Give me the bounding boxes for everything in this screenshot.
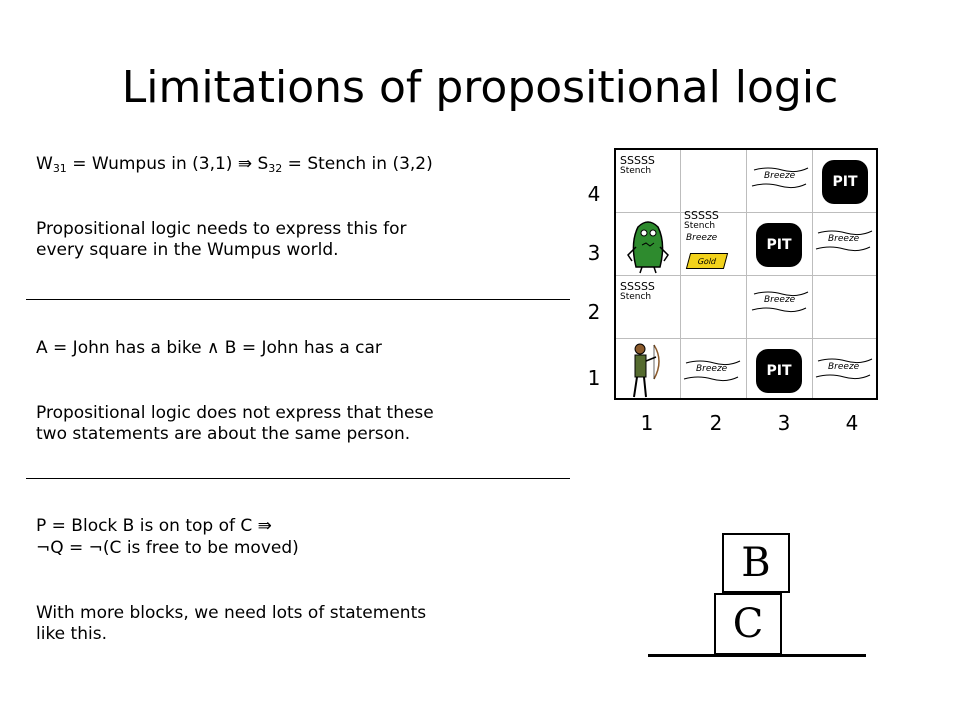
- block-c: C: [714, 593, 782, 655]
- cell-2-3: SSSSS Stench Breeze Gold: [680, 209, 746, 276]
- pit: PIT: [822, 160, 868, 204]
- slide-title: Limitations of propositional logic: [121, 62, 839, 113]
- cell-1-3: [616, 213, 682, 276]
- block-formula-line1: P = Block B is on top of C ⇛: [36, 516, 272, 536]
- gold-bar-icon: Gold: [685, 253, 729, 269]
- wumpus-formula: W31 = Wumpus in (3,1) ⇛ S32 = Stench in …: [36, 154, 433, 175]
- block-b: B: [722, 533, 790, 593]
- grid-line: [680, 150, 681, 398]
- grid-line: [746, 150, 747, 398]
- stench-percept: SSSSS Stench: [620, 154, 655, 176]
- breeze-percept: Breeze: [814, 355, 874, 381]
- grid-line: [812, 150, 813, 398]
- stench-percept: SSSSS Stench: [620, 280, 655, 302]
- cell-3-3: PIT: [746, 213, 812, 276]
- breeze-percept: Breeze: [750, 288, 810, 314]
- breeze-percept: Breeze: [750, 164, 810, 190]
- divider-2: [26, 478, 570, 479]
- cell-4-1: Breeze: [812, 339, 878, 402]
- row-label-3: 3: [587, 241, 601, 265]
- stench-percept: SSSSS Stench: [684, 209, 719, 231]
- breeze-percept: Breeze: [814, 227, 874, 253]
- wumpus-world-grid: SSSSS Stench Breeze PIT SSSSS Ste: [614, 148, 878, 400]
- cell-4-3: Breeze: [812, 213, 878, 276]
- row-label-2: 2: [587, 300, 601, 324]
- breeze-percept: Breeze: [686, 233, 718, 243]
- cell-1-1: [616, 339, 682, 402]
- wumpus-monster-icon: [627, 221, 669, 274]
- breeze-waves-icon: [751, 167, 809, 189]
- col-label-2: 2: [709, 411, 723, 435]
- bike-car-explanation-line1: Propositional logic does not express tha…: [36, 403, 434, 423]
- cell-2-1: Breeze: [680, 339, 746, 402]
- breeze-waves-icon: [683, 360, 741, 382]
- block-formula-line2: ¬Q = ¬(C is free to be moved): [36, 538, 299, 558]
- divider-1: [26, 299, 570, 300]
- cell-3-4: Breeze: [746, 150, 812, 213]
- bike-car-formula: A = John has a bike ∧ B = John has a car: [36, 338, 382, 358]
- pit: PIT: [756, 349, 802, 393]
- cell-1-2: SSSSS Stench: [616, 276, 682, 339]
- breeze-waves-icon: [751, 291, 809, 313]
- block-explanation-line1: With more blocks, we need lots of statem…: [36, 603, 427, 623]
- wumpus-explanation-line1: Propositional logic needs to express thi…: [36, 219, 407, 239]
- col-label-3: 3: [777, 411, 791, 435]
- breeze-percept: Breeze: [682, 357, 742, 383]
- col-label-1: 1: [640, 411, 654, 435]
- breeze-waves-icon: [815, 230, 873, 252]
- cell-4-4: PIT: [812, 150, 878, 213]
- row-label-4: 4: [587, 182, 601, 206]
- col-label-4: 4: [845, 411, 859, 435]
- wumpus-explanation-line2: every square in the Wumpus world.: [36, 240, 339, 260]
- block-explanation-line2: like this.: [36, 624, 107, 644]
- bike-car-explanation-line2: two statements are about the same person…: [36, 424, 411, 444]
- agent-archer-icon: [633, 343, 660, 398]
- pit: PIT: [756, 223, 802, 267]
- row-label-1: 1: [587, 366, 601, 390]
- breeze-waves-icon: [815, 358, 873, 380]
- cell-3-1: PIT: [746, 339, 812, 402]
- cell-1-4: SSSSS Stench: [616, 150, 682, 213]
- table-surface: [648, 654, 866, 657]
- cell-3-2: Breeze: [746, 276, 812, 339]
